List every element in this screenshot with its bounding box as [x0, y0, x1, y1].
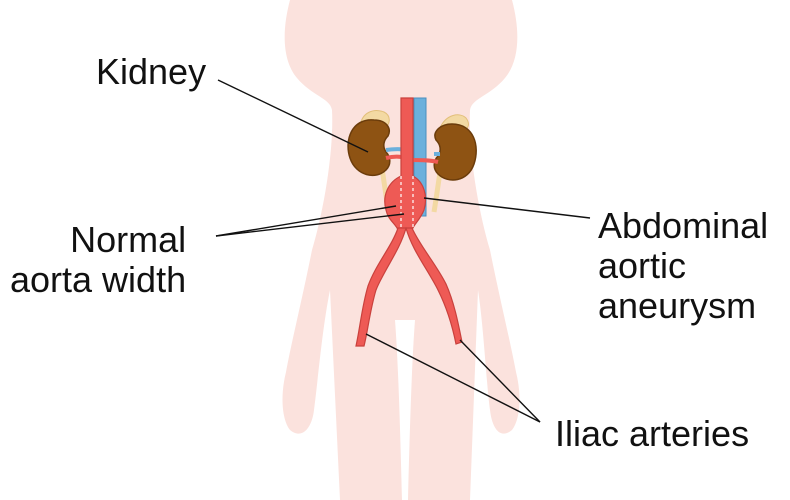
normal-aorta-leader-line-lower: [215, 213, 405, 237]
left-iliac-artery: [355, 227, 407, 347]
normal-aorta-outline: [400, 176, 414, 228]
aneurysm-leader-line: [423, 197, 591, 219]
kidney-label-text: Kidney: [96, 51, 207, 92]
inner-leg-gap: [395, 320, 415, 500]
normal-aorta-leader-line-upper: [215, 205, 397, 237]
left-kidney: [347, 119, 391, 177]
kidney-leader-line: [217, 79, 369, 153]
aneurysm-label-line2: aortic: [598, 245, 687, 286]
aneurysm-label: Abdominal aortic aneurysm: [598, 206, 768, 326]
iliac-leader-line-right: [459, 339, 541, 423]
normal-aorta-width-label: Normal aorta width: [10, 220, 186, 300]
right-kidney: [433, 123, 477, 181]
aneurysm-label-line3: aneurysm: [598, 285, 757, 326]
iliac-arteries-label: Iliac arteries: [555, 414, 749, 454]
iliac-leader-line-left: [365, 333, 541, 423]
leader-lines: [215, 79, 591, 423]
iliac-label-text: Iliac arteries: [555, 413, 750, 454]
normal-aorta-label-line1: Normal: [70, 219, 187, 260]
normal-aorta-label-line2: aorta width: [10, 259, 187, 300]
aneurysm-label-line1: Abdominal: [598, 205, 769, 246]
right-renal-artery: [409, 158, 439, 164]
kidney-label: Kidney: [96, 52, 206, 92]
